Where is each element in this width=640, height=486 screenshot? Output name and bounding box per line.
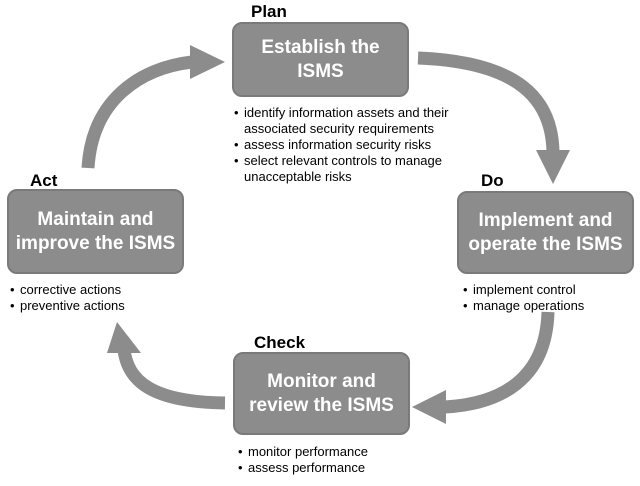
arrow-plan-to-do-head [536,150,570,184]
act-label: Act [30,171,58,190]
arrow-act-to-plan [81,55,193,169]
do-box-text: Implement and operate the ISMS [468,209,623,255]
arrow-act-to-plan-head [190,45,225,79]
arrow-check-to-act [117,348,226,410]
list-item: monitor performance [238,444,368,460]
list-item: assess performance [238,460,368,476]
list-item: preventive actions [10,298,125,314]
plan-label: Plan [251,2,287,21]
arrow-do-to-check-head [412,390,446,424]
list-item: implement control [463,282,584,298]
arrow-check-to-act-head [107,322,141,353]
list-item: corrective actions [10,282,125,298]
act-box: Maintain and improve the ISMS [7,189,184,274]
check-box: Monitor and review the ISMS [233,352,410,435]
list-item: select relevant controls to manage unacc… [234,153,449,185]
do-label: Do [481,171,504,190]
check-label: Check [254,333,306,352]
list-item: assess information security risks [234,137,449,153]
plan-box: Establish the ISMS [232,22,409,97]
arrow-do-to-check [444,311,555,414]
check-bullet-list: monitor performance assess performance [238,444,368,476]
do-bullet-list: implement control manage operations [463,282,584,314]
arrow-plan-to-do [417,51,560,153]
check-box-text: Monitor and review the ISMS [249,370,394,416]
list-item: manage operations [463,298,584,314]
list-item: identify information assets and their as… [234,105,449,137]
plan-box-text: Establish the ISMS [261,36,380,82]
plan-bullet-list: identify information assets and their as… [234,105,449,185]
act-bullet-list: corrective actions preventive actions [10,282,125,314]
act-box-text: Maintain and improve the ISMS [15,208,176,254]
do-box: Implement and operate the ISMS [457,191,634,274]
